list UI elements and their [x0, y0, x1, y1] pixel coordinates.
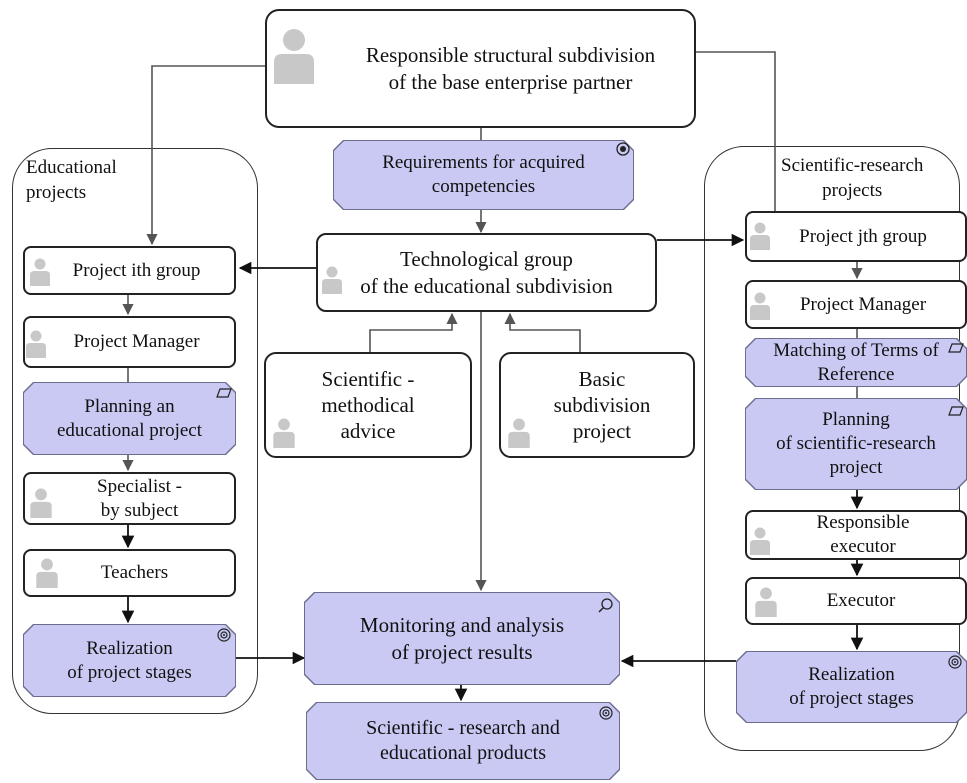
target-icon: [616, 142, 630, 156]
scientific-methodical-label: Scientific - methodical advice: [321, 366, 415, 444]
left-teachers-label: Teachers: [100, 562, 169, 584]
edge-top-to-left-group: [146, 65, 265, 246]
left-project-group-label: Project ith group: [72, 259, 201, 281]
right-project-manager-node: Project Manager: [745, 280, 967, 329]
right-realization-node: Realization of project stages: [736, 651, 967, 723]
left-specialist-label: Specialist - by subject: [97, 475, 182, 521]
products-node: Scientific - research and educational pr…: [306, 702, 620, 780]
person-icon: [30, 258, 50, 286]
scientific-research-title: Scientific-research projects: [781, 155, 924, 201]
educational-projects-title: Educational projects: [26, 157, 117, 203]
left-specialist-node: Specialist - by subject: [23, 472, 236, 525]
monitoring-label: Monitoring and analysis of project resul…: [359, 613, 565, 664]
person-icon: [30, 488, 52, 518]
right-planning-label: Planning of scientific-research project: [776, 409, 936, 478]
monitoring-node: Monitoring and analysis of project resul…: [304, 592, 620, 685]
person-icon: [750, 292, 770, 320]
tech-group-node: Technological group of the educational s…: [316, 233, 657, 312]
right-executor-label: Executor: [826, 590, 896, 612]
left-project-group-node: Project ith group: [23, 246, 236, 295]
scientific-methodical-advice-node: Scientific - methodical advice: [264, 352, 472, 458]
top-node-label: Responsible structural subdivision of th…: [365, 43, 656, 94]
person-icon: [273, 418, 295, 448]
parallelogram-icon: [948, 343, 964, 353]
left-planning-node: Planning an educational project: [23, 382, 236, 455]
products-label: Scientific - research and educational pr…: [366, 717, 560, 764]
edge-basic-to-tech: [504, 312, 581, 352]
left-project-manager-node: Project Manager: [23, 316, 236, 368]
requirements-node: Requirements for acquired competencies: [333, 140, 634, 210]
person-icon: [274, 29, 314, 84]
educational-projects-lane: [12, 148, 258, 714]
parallelogram-icon: [948, 406, 964, 416]
basic-subdivision-label: Basic subdivision project: [553, 366, 651, 444]
person-icon: [36, 558, 58, 588]
person-icon: [750, 527, 770, 555]
left-project-manager-label: Project Manager: [73, 331, 200, 353]
right-project-group-label: Project jth group: [799, 225, 927, 247]
right-matching-label: Matching of Terms of Reference: [773, 339, 939, 385]
right-planning-node: Planning of scientific-research project: [745, 398, 967, 490]
person-icon: [508, 418, 530, 448]
right-project-group-node: Project jth group: [745, 211, 967, 262]
right-executor-node: Executor: [745, 577, 967, 625]
left-realization-node: Realization of project stages: [23, 624, 236, 697]
basic-subdivision-project-node: Basic subdivision project: [499, 352, 695, 458]
left-planning-label: Planning an educational project: [56, 395, 203, 441]
target-icon: [599, 706, 613, 720]
left-teachers-node: Teachers: [23, 549, 236, 597]
right-matching-node: Matching of Terms of Reference: [745, 338, 967, 387]
right-project-manager-label: Project Manager: [799, 293, 927, 315]
edge-top-to-right-group: [696, 51, 781, 228]
right-realization-label: Realization of project stages: [789, 664, 914, 709]
requirements-label: Requirements for acquired competencies: [382, 152, 585, 197]
person-icon: [26, 330, 46, 358]
target-icon: [217, 628, 231, 642]
top-node: Responsible structural subdivision of th…: [265, 9, 696, 128]
person-icon: [750, 222, 770, 250]
target-icon: [948, 655, 962, 669]
edge-scimethod-to-tech: [369, 312, 458, 352]
magnifier-icon: [598, 598, 613, 613]
parallelogram-icon: [216, 388, 232, 398]
left-realization-label: Realization of project stages: [67, 637, 192, 683]
right-responsible-executor-label: Responsible executor: [816, 512, 910, 557]
person-icon: [755, 587, 777, 617]
right-responsible-executor-node: Responsible executor: [745, 510, 967, 560]
person-icon: [322, 266, 342, 294]
tech-group-label: Technological group of the educational s…: [360, 247, 613, 298]
